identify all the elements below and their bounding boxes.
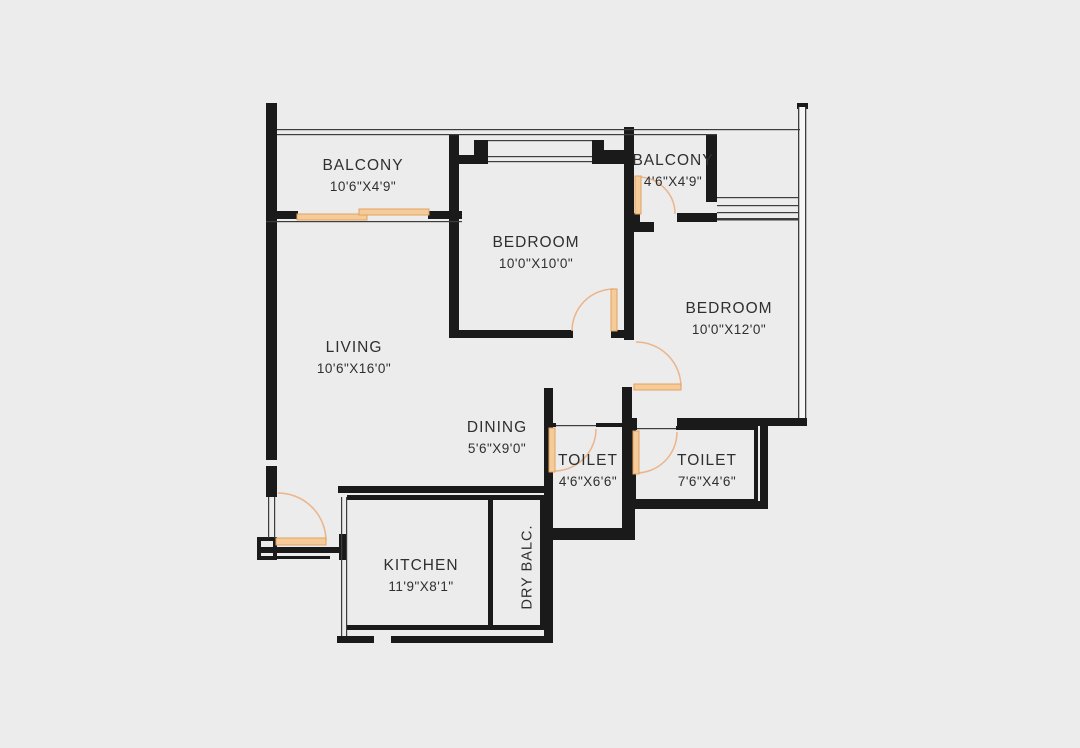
- room-name: BALCONY: [322, 157, 404, 174]
- room-label-toilet-1: TOILET 4'6"X6'6": [558, 451, 618, 491]
- room-label-dry-balcony: DRY BALC.: [519, 524, 538, 609]
- right-wall-line-outer: [798, 107, 800, 422]
- bottom-outer-wall: [337, 636, 551, 643]
- kitchen-drybalc-divider: [488, 499, 493, 625]
- toilet1-door-arc: [553, 428, 597, 472]
- top-inner-line: [277, 134, 717, 136]
- bedroom1-top-wall-left: [459, 155, 488, 164]
- bedroom2-bottom-stub: [630, 418, 637, 426]
- bedroom2-door-panel: [633, 383, 682, 391]
- entry-door-arc: [277, 492, 327, 542]
- bedroom2-window-line-3: [717, 212, 798, 214]
- bedroom1-window-line-outer: [488, 140, 592, 142]
- toilet2-opening-head-line: [637, 428, 676, 430]
- right-wall-line-inner: [805, 107, 807, 422]
- bedroom1-door-arc: [571, 288, 615, 332]
- balcony2-door-panel: [634, 175, 642, 215]
- living-bottom-wall: [338, 486, 551, 493]
- bedroom2-window-line-1: [717, 197, 798, 199]
- room-name: BEDROOM: [492, 234, 580, 251]
- toilet2-door-panel: [632, 430, 640, 475]
- balcony1-bottom-wall-left: [266, 211, 298, 219]
- bedroom1-window-pillar-left: [474, 140, 488, 164]
- room-label-toilet-2: TOILET 7'6"X4'6": [677, 451, 737, 491]
- bedroom1-top-wall-right: [604, 150, 625, 164]
- left-outer-wall-lower: [266, 466, 277, 497]
- step-wall-below-toilet1: [548, 532, 635, 540]
- room-name: BEDROOM: [685, 300, 773, 317]
- right-wall-cavity: [798, 107, 806, 422]
- room-dimensions: 4'6"X6'6": [558, 474, 618, 489]
- bedroom1-window-line-mid: [488, 156, 592, 158]
- entry-bottom-wall-b: [263, 556, 330, 559]
- toilet1-door-panel: [548, 427, 556, 473]
- bedroom1-door-panel: [610, 288, 618, 332]
- kitchen-top-wall: [347, 495, 545, 500]
- bedroom1-window-pillar-right: [592, 140, 604, 164]
- room-dimensions: 10'0"X10'0": [498, 256, 574, 271]
- room-dimensions: 10'0"X12'0": [691, 322, 767, 337]
- balcony2-right-wall: [706, 135, 717, 202]
- bedroom2-window-line-2: [717, 205, 798, 207]
- room-name: TOILET: [558, 452, 618, 469]
- balcony1-bottom-line: [266, 221, 462, 223]
- room-name: TOILET: [677, 452, 737, 469]
- balcony2-door-arc: [637, 176, 676, 215]
- entry-door-panel: [275, 537, 327, 546]
- room-label-bedroom-2: BEDROOM 10'0"X12'0": [685, 299, 772, 339]
- entry-right-jamb: [339, 534, 347, 560]
- kitchen-left-line-outer: [341, 497, 343, 636]
- room-label-balcony-1: BALCONY 10'6"X4'9": [322, 156, 403, 196]
- kitchen-left-line-inner: [346, 497, 348, 636]
- kitchen-bottom-wall: [347, 625, 545, 630]
- room-name: LIVING: [325, 339, 383, 356]
- entry-jamb-line-right: [274, 497, 276, 538]
- room-label-dining: DINING 5'6"X9'0": [467, 418, 527, 458]
- room-dimensions: 5'6"X9'0": [467, 441, 527, 456]
- balcony1-slider-panel-b: [358, 208, 430, 216]
- room-dimensions: 7'6"X4'6": [677, 474, 737, 489]
- bottom-wall-below-toilet2: [632, 501, 768, 509]
- room-name: DINING: [466, 419, 528, 436]
- bottom-outer-wall-gap: [374, 636, 391, 643]
- toilet1-opening-head-line: [556, 425, 596, 427]
- right-wall-cap: [797, 103, 808, 109]
- balcony2-hinge-jamb: [634, 213, 640, 222]
- balcony1-bottom-wall-right: [428, 211, 462, 219]
- step-vertical-connector: [627, 509, 635, 540]
- balcony1-right-wall: [449, 135, 459, 338]
- room-name: BALCONY: [632, 152, 714, 169]
- top-building-line: [277, 129, 800, 131]
- toilet2-right-outer-wall: [760, 426, 768, 509]
- room-dimensions: 11'9"X8'1": [388, 579, 454, 594]
- balcony2-step: [634, 222, 654, 232]
- room-name: DRY BALC.: [519, 524, 536, 610]
- room-label-balcony-2: BALCONY 4'6"X4'9": [632, 151, 713, 191]
- left-outer-wall-upper: [266, 103, 277, 460]
- room-dimensions: 4'6"X4'9": [643, 174, 703, 189]
- toilet2-door-arc: [635, 431, 678, 474]
- bedroom1-bottom-jog: [611, 330, 634, 338]
- entry-bottom-wall-a: [258, 547, 346, 553]
- bedroom2-window-line-4: [717, 218, 798, 221]
- room-name: KITCHEN: [383, 557, 459, 574]
- room-label-living: LIVING 10'6"X16'0": [317, 338, 391, 378]
- bedroom2-bottom-wall: [677, 418, 807, 426]
- room-dimensions: 10'6"X16'0": [316, 361, 392, 376]
- room-dimensions: 10'6"X4'9": [329, 179, 397, 194]
- bedroom2-door-arc: [635, 341, 682, 388]
- kitchen-right-wall: [540, 495, 545, 630]
- room-label-bedroom-1: BEDROOM 10'0"X10'0": [492, 233, 579, 273]
- bedroom1-bottom-wall: [449, 330, 573, 338]
- bedroom1-bedroom2-shared-wall: [624, 127, 634, 340]
- balcony2-bottom-wall: [677, 213, 717, 222]
- room-label-kitchen: KITCHEN 11'9"X8'1": [383, 556, 458, 596]
- bedroom1-window-line-inner: [488, 161, 592, 163]
- entry-jamb-line-left: [268, 497, 270, 538]
- balcony1-slider-panel-a: [296, 213, 368, 221]
